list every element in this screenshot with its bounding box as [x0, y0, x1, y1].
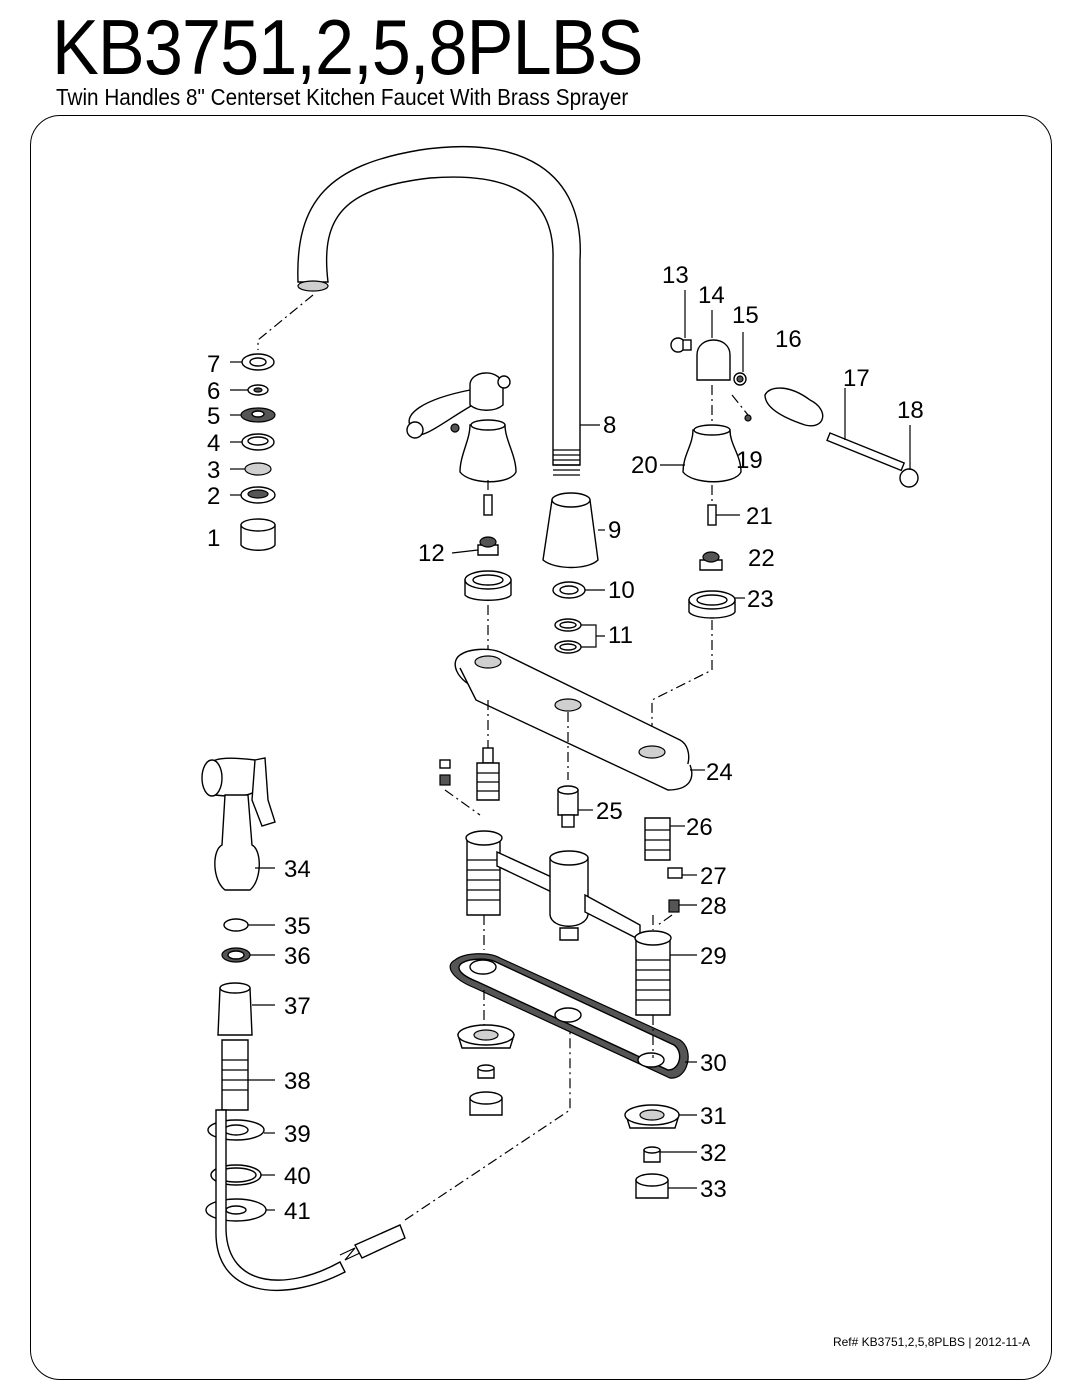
- part-label: 18: [897, 397, 924, 424]
- diagram-frame: [30, 115, 1052, 1380]
- part-label: 17: [843, 365, 870, 392]
- part-label: 8: [603, 412, 616, 439]
- part-label: 3: [207, 457, 220, 484]
- spout-base-parts: [542, 492, 605, 654]
- part-label: 22: [748, 545, 775, 572]
- right-axis-line: [651, 620, 713, 745]
- part-label: 31: [700, 1103, 727, 1130]
- part-label: 1: [207, 525, 220, 552]
- part-label: 10: [608, 577, 635, 604]
- left-handle-assembly: [406, 372, 517, 601]
- part-label: 20: [631, 452, 658, 479]
- sprayer-assembly: [201, 757, 571, 1291]
- spout-dash-line: [257, 294, 314, 350]
- part-label: 29: [700, 943, 727, 970]
- part-label: 21: [746, 503, 773, 530]
- part-label: 37: [284, 993, 311, 1020]
- part-label: 35: [284, 913, 311, 940]
- part-label: 19: [736, 447, 763, 474]
- part-label: 38: [284, 1068, 311, 1095]
- part-label: 40: [284, 1163, 311, 1190]
- part-label: 28: [700, 893, 727, 920]
- part-label: 26: [686, 814, 713, 841]
- part-label: 14: [698, 282, 725, 309]
- part-label: 41: [284, 1198, 311, 1225]
- part-label: 16: [775, 326, 802, 353]
- part-label: 15: [732, 302, 759, 329]
- deck-plate-part: [454, 648, 705, 791]
- part-label: 11: [608, 622, 633, 649]
- part-label: 5: [207, 403, 220, 430]
- part-label: 32: [700, 1140, 727, 1167]
- part-label: 9: [608, 517, 621, 544]
- part-label: 12: [418, 540, 445, 567]
- part-label: 34: [284, 856, 311, 883]
- part-label: 7: [207, 351, 220, 378]
- valve-body-assembly: [439, 700, 697, 1016]
- part-label: 27: [700, 863, 727, 890]
- part-label: 6: [207, 378, 220, 405]
- part-label: 4: [207, 430, 220, 457]
- part-label: 24: [706, 759, 733, 786]
- page-subtitle: Twin Handles 8" Centerset Kitchen Faucet…: [56, 84, 629, 110]
- reference-note: Ref# KB3751,2,5,8PLBS | 2012-11-A: [832, 1335, 1030, 1349]
- part-label: 2: [207, 483, 220, 510]
- part-labels: 7 6 5 4 3 2 1 8 9 10 11 12 13 14 15 16 1…: [207, 262, 924, 1225]
- part-label: 36: [284, 943, 311, 970]
- page-title: KB3751,2,5,8PLBS: [52, 3, 643, 91]
- mounting-hardware: [457, 1024, 697, 1199]
- part-label: 39: [284, 1121, 311, 1148]
- part-label: 30: [700, 1050, 727, 1077]
- right-handle-assembly: [660, 290, 919, 619]
- part-label: 23: [747, 586, 774, 613]
- part-label: 25: [596, 798, 623, 825]
- part-label: 13: [662, 262, 689, 289]
- aerator-parts: [230, 353, 276, 551]
- part-label: 33: [700, 1176, 727, 1203]
- spout-part: [297, 146, 600, 476]
- base-gasket-part: [449, 953, 697, 1079]
